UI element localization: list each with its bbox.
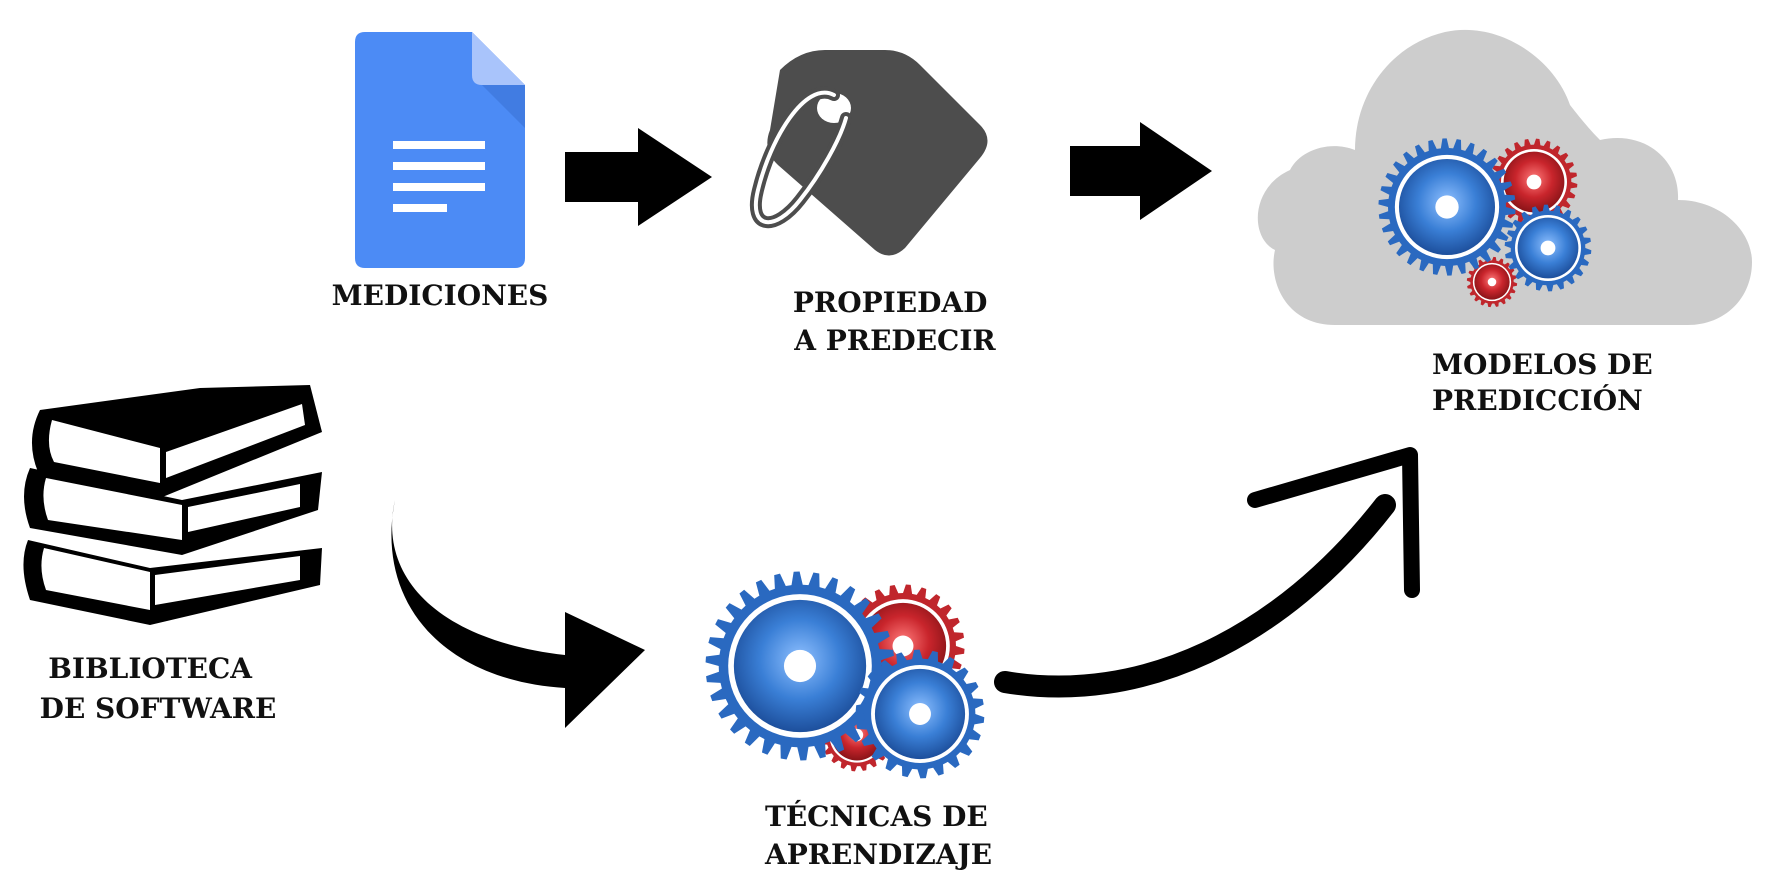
biblioteca-line1: BIBLIOTECA bbox=[48, 652, 253, 685]
red-gear-large bbox=[1490, 138, 1578, 226]
tecnicas-line2: APRENDIZAJE bbox=[764, 838, 992, 871]
blue-gear-small bbox=[1504, 204, 1592, 292]
gear-hole bbox=[892, 635, 914, 657]
arrow-tecnicas-to-modelos bbox=[994, 447, 1420, 698]
document-icon bbox=[355, 32, 525, 268]
blue-gear-large bbox=[1378, 138, 1516, 276]
gear-hole bbox=[1540, 240, 1556, 256]
modelos-label: MODELOS DE PREDICCIÓN bbox=[1432, 348, 1662, 417]
arrow-propiedad-to-modelos bbox=[1070, 122, 1212, 220]
gear-hole bbox=[1526, 174, 1542, 190]
mediciones-label: MEDICIONES bbox=[332, 279, 549, 312]
biblioteca-line2: DE SOFTWARE bbox=[40, 692, 277, 725]
tecnicas-line1: TÉCNICAS DE bbox=[765, 800, 988, 833]
arrow-mediciones-to-propiedad bbox=[565, 128, 712, 226]
propiedad-line1: PROPIEDAD bbox=[793, 286, 988, 319]
books-icon bbox=[23, 385, 322, 625]
gear-hole bbox=[783, 649, 817, 683]
gear-hole bbox=[909, 703, 931, 725]
tag-icon bbox=[749, 50, 988, 256]
red-gear-small bbox=[1466, 256, 1518, 308]
modelos-line1: MODELOS DE bbox=[1432, 348, 1653, 381]
blue-gear-large bbox=[705, 571, 895, 761]
propiedad-line2: A PREDECIR bbox=[793, 324, 996, 357]
gear-hole bbox=[1487, 277, 1497, 287]
biblioteca-label: BIBLIOTECA DE SOFTWARE bbox=[40, 652, 277, 725]
arrow-biblioteca-to-tecnicas bbox=[391, 500, 645, 728]
modelos-line2: PREDICCIÓN bbox=[1432, 383, 1643, 417]
gears-icon-cloud bbox=[1378, 138, 1592, 308]
propiedad-label: PROPIEDAD A PREDECIR bbox=[793, 286, 997, 357]
gear-hole bbox=[1435, 195, 1459, 219]
gears-icon bbox=[705, 571, 985, 779]
blue-gear-small bbox=[855, 649, 985, 779]
tecnicas-label: TÉCNICAS DE APRENDIZAJE bbox=[764, 800, 998, 871]
